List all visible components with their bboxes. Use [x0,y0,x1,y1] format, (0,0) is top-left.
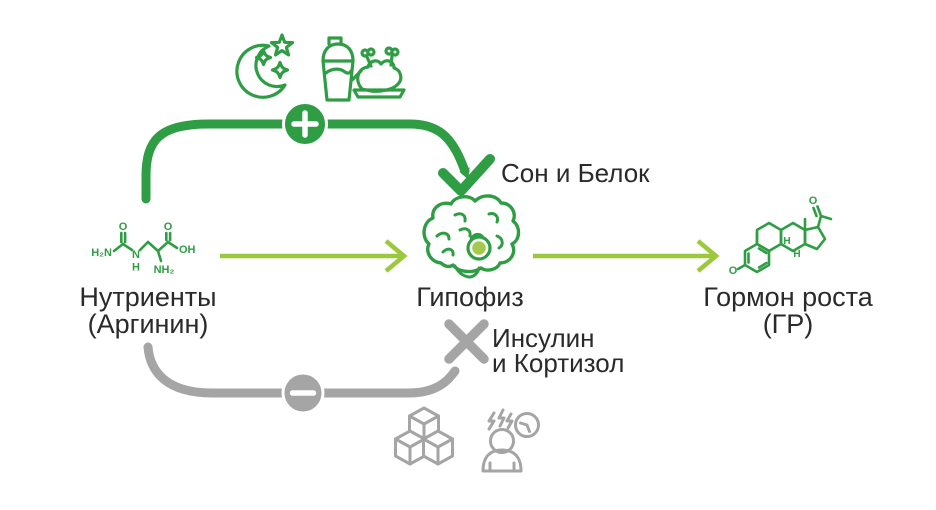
atom-label: H₂N [91,247,112,259]
insulin-cortisol-line1: Инсулин [492,323,595,353]
atom-label: O [729,265,738,277]
negative-arc [143,342,460,398]
growth-hormone-label-line2: (ГР) [762,309,814,339]
insulin-cortisol-label: Инсулин и Кортизол [492,323,625,378]
plus-icon [291,110,319,138]
plus-badge [282,101,328,147]
atom-label: O [809,195,818,207]
positive-arc [141,119,470,204]
arginine-structure-icon: H₂N O N H NH₂ O OH [91,221,195,276]
atom-label: O [164,221,173,233]
sugar-cubes-icon [394,406,454,466]
pituitary-dot [472,241,486,255]
minus-badge [281,371,325,415]
atom-label: H [783,236,790,247]
lightning-icon [487,411,496,431]
sleep-protein-label: Сон и Белок [501,158,650,188]
atom-label: H [132,262,140,274]
clock-icon [514,412,540,438]
insulin-cortisol-line2: и Кортизол [492,348,625,378]
cross-icon [444,319,489,364]
growth-hormone-label-line1: Гормон роста [703,282,873,312]
growth-hormone-label: Гормон роста (ГР) [688,284,888,338]
atom-label: O [119,221,128,233]
lightning-icon [505,412,514,430]
flow-arrow-nutrients-pituitary [220,239,408,273]
nutrients-label: Нутриенты (Аргинин) [48,284,248,338]
star-icon [269,33,295,57]
nutrients-label-line1: Нутриенты [79,282,217,312]
atom-label: H [793,249,800,260]
atom-label: NH₂ [154,264,175,276]
stressed-person-icon [481,408,540,473]
steroid-structure-icon: O O H H [729,195,833,277]
arrowhead [459,167,470,180]
flow-arrow-pituitary-hormone [533,239,720,273]
atom-label: N [132,249,140,261]
nutrients-label-line2: (Аргинин) [87,309,209,339]
moon-icon [235,43,287,99]
protein-shaker-icon [321,36,355,102]
moon-stars-icon [235,33,295,99]
brain-pituitary-icon [422,194,521,279]
lightning-icon [497,408,506,428]
sparkle-icon [254,48,273,67]
pituitary-label: Гипофиз [416,282,524,312]
checkmark-icon [438,154,495,196]
sparkle-icon [270,60,290,80]
atom-label: OH [179,244,196,256]
roast-chicken-icon [350,46,406,99]
